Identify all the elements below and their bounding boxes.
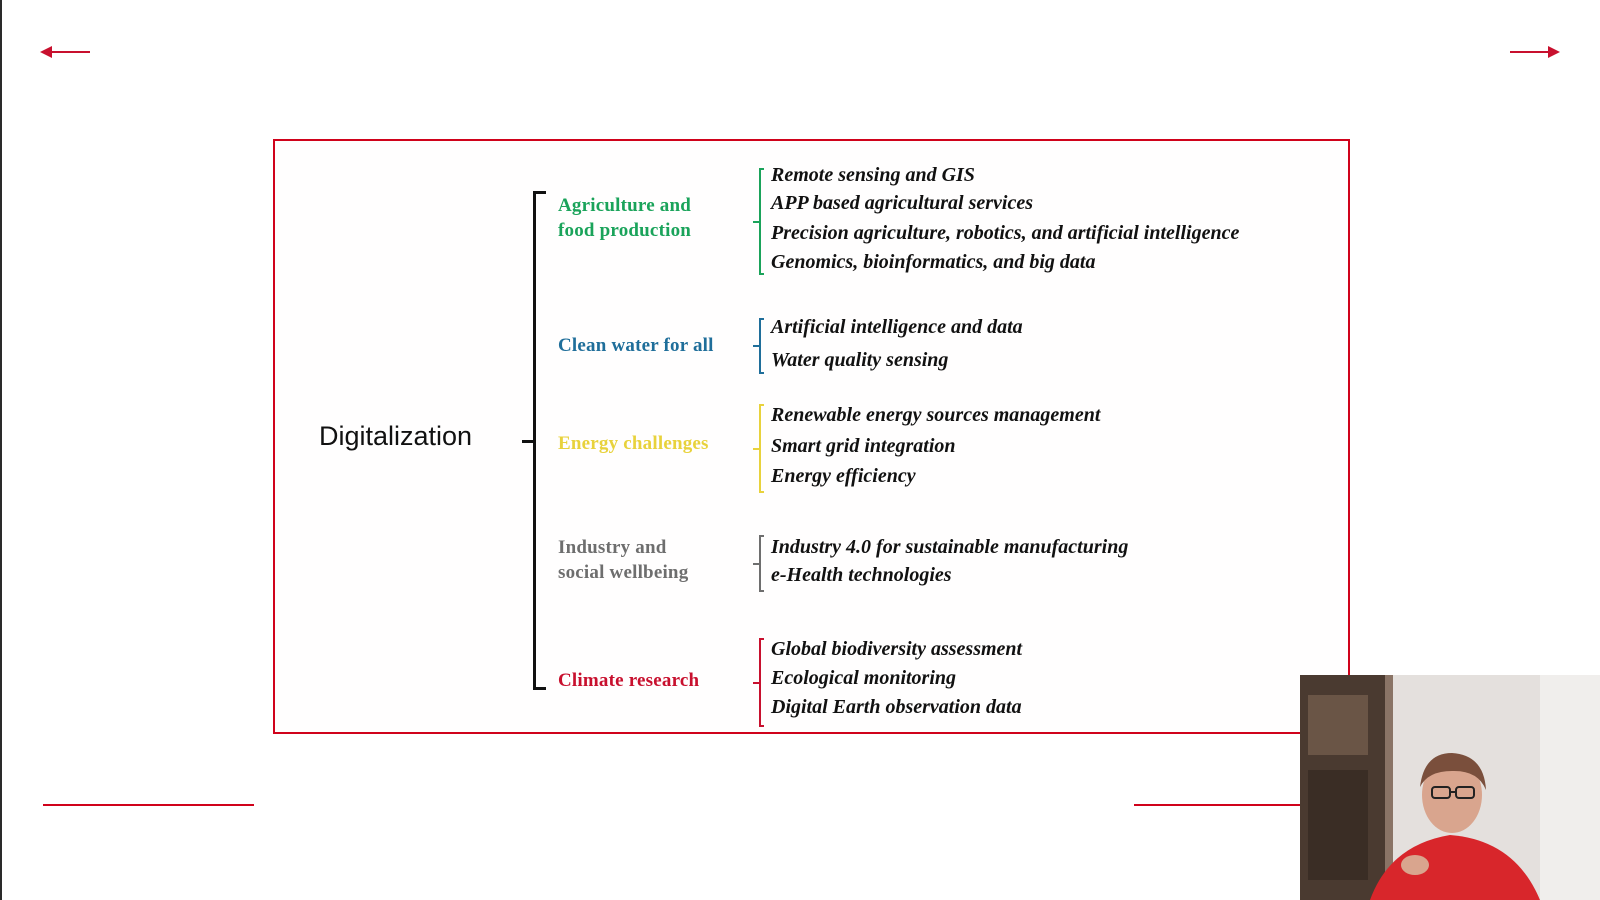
category-label-line: Clean water for all xyxy=(558,335,714,356)
list-item: APP based agricultural services xyxy=(771,192,1034,214)
list-item: Artificial intelligence and data xyxy=(771,316,1023,338)
category-label-line: Industry and xyxy=(558,537,667,558)
category-agriculture: Agriculture and food production xyxy=(558,193,691,243)
category-label-line: Energy challenges xyxy=(558,433,709,454)
bracket-tick xyxy=(753,345,759,347)
list-item: Precision agriculture, robotics, and art… xyxy=(771,222,1240,244)
window-edge xyxy=(0,0,2,900)
list-item: Energy efficiency xyxy=(771,465,916,487)
category-energy: Energy challenges xyxy=(558,431,709,456)
root-connector xyxy=(522,440,536,443)
climate-bracket xyxy=(753,638,764,727)
next-slide-arrow-icon[interactable] xyxy=(1508,42,1560,62)
list-item: Remote sensing and GIS xyxy=(771,164,975,186)
bracket-tick xyxy=(753,447,759,450)
bracket-tick xyxy=(753,220,759,223)
bracket-tick xyxy=(753,562,759,565)
list-item: Industry 4.0 for sustainable manufacturi… xyxy=(771,536,1129,558)
decorative-line xyxy=(43,804,254,806)
presenter-video-feed xyxy=(1300,675,1600,900)
main-bracket xyxy=(533,191,546,690)
energy-bracket xyxy=(753,404,764,493)
category-label-line: food production xyxy=(558,220,692,241)
category-label-line: social wellbeing xyxy=(558,562,689,583)
decorative-line xyxy=(1134,804,1320,806)
category-industry: Industry and social wellbeing xyxy=(558,535,688,585)
root-label: Digitalization xyxy=(319,421,473,451)
list-item: Renewable energy sources management xyxy=(771,404,1101,426)
list-item: Digital Earth observation data xyxy=(771,696,1022,718)
category-climate: Climate research xyxy=(558,668,699,693)
presenter-video[interactable] xyxy=(1300,675,1600,900)
water-bracket xyxy=(753,318,764,374)
agriculture-bracket xyxy=(753,168,764,275)
list-item: Water quality sensing xyxy=(771,349,949,371)
previous-slide-arrow-icon[interactable] xyxy=(40,42,92,62)
list-item: Ecological monitoring xyxy=(771,667,957,689)
industry-bracket xyxy=(753,535,764,592)
list-item: Genomics, bioinformatics, and big data xyxy=(771,251,1096,273)
category-label-line: Agriculture and xyxy=(558,195,692,216)
list-item: Smart grid integration xyxy=(771,435,956,457)
bracket-tick xyxy=(753,681,759,684)
diagram-frame xyxy=(273,139,1350,734)
list-item: Global biodiversity assessment xyxy=(771,638,1023,660)
category-water: Clean water for all xyxy=(558,333,714,358)
category-label-line: Climate research xyxy=(558,670,700,691)
list-item: e-Health technologies xyxy=(771,564,952,586)
